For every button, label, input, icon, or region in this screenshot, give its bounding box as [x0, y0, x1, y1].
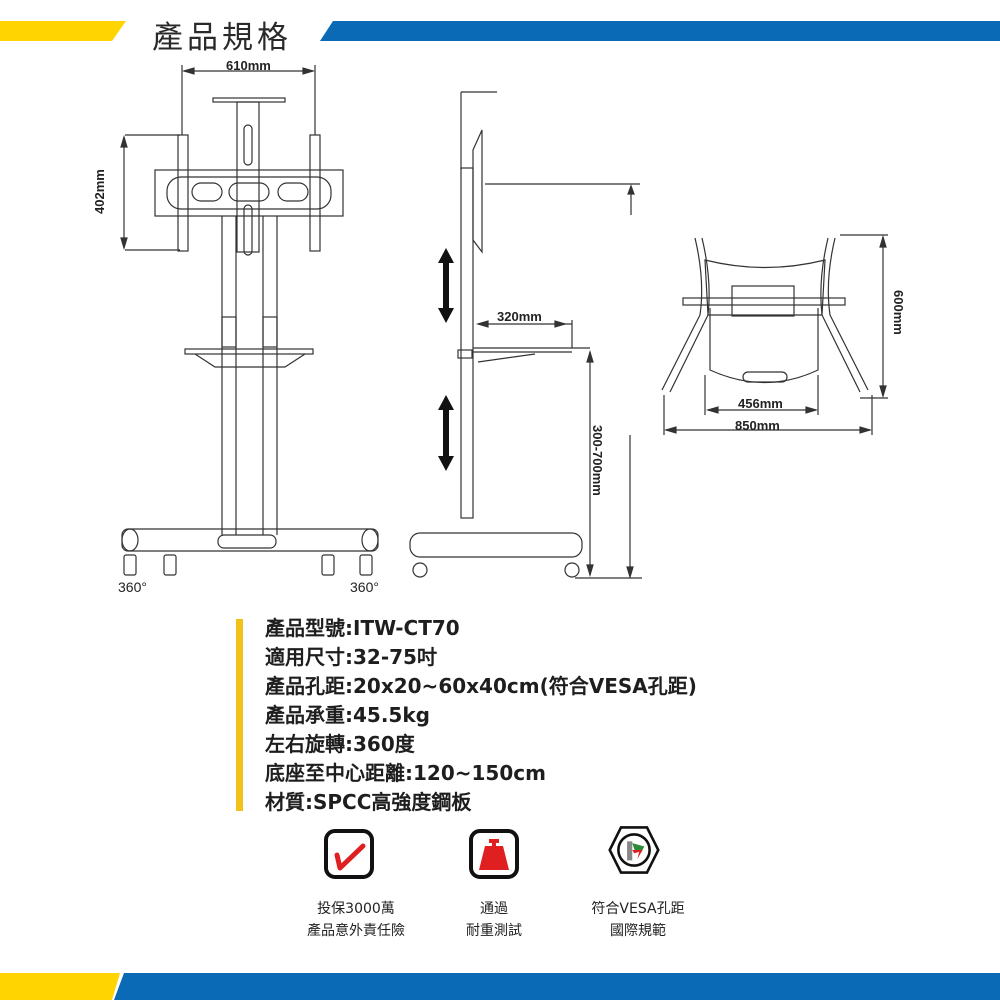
swivel-label-right: 360°	[350, 579, 379, 595]
shelf-height-label: 300-700mm	[590, 425, 605, 496]
checkmark-icon	[324, 829, 374, 879]
front-height-label: 402mm	[92, 169, 107, 214]
side-view-drawing	[409, 91, 642, 580]
spec-list: 產品型號:ITW-CT70 適用尺寸:32-75吋 產品孔距:20x20~60x…	[265, 614, 697, 817]
base-depth-label: 600mm	[891, 290, 906, 335]
spec-material: 材質:SPCC高強度鋼板	[265, 790, 472, 814]
badge-vesa-caption: 符合VESA孔距 國際規範	[591, 901, 685, 939]
spec-base-distance: 底座至中心距離:120~150cm	[265, 761, 546, 785]
spec-size: 適用尺寸:32-75吋	[265, 645, 437, 669]
top-view-drawing	[661, 234, 888, 435]
footer-band	[0, 973, 1000, 1000]
base-outer-width-label: 850mm	[735, 418, 780, 433]
spec-load: 產品承重:45.5kg	[265, 703, 430, 727]
swivel-label-left: 360°	[118, 579, 147, 595]
base-inner-width-label: 456mm	[738, 396, 783, 411]
vesa-compliant-icon	[608, 826, 660, 874]
page-title: 產品規格	[152, 20, 292, 56]
front-width-label: 610mm	[226, 58, 271, 73]
spec-vesa: 產品孔距:20x20~60x40cm(符合VESA孔距)	[265, 674, 697, 698]
badge-insurance-caption: 投保3000萬 產品意外責任險	[307, 901, 405, 939]
badge-load-test-caption: 通過 耐重測試	[466, 901, 522, 939]
spec-model: 產品型號:ITW-CT70	[265, 616, 460, 640]
header-band	[0, 21, 1000, 41]
spec-rotation: 左右旋轉:360度	[265, 732, 415, 756]
spec-accent-bar	[236, 619, 243, 811]
shelf-depth-label: 320mm	[497, 309, 542, 324]
front-view-drawing	[120, 65, 379, 576]
weight-icon	[469, 829, 519, 879]
